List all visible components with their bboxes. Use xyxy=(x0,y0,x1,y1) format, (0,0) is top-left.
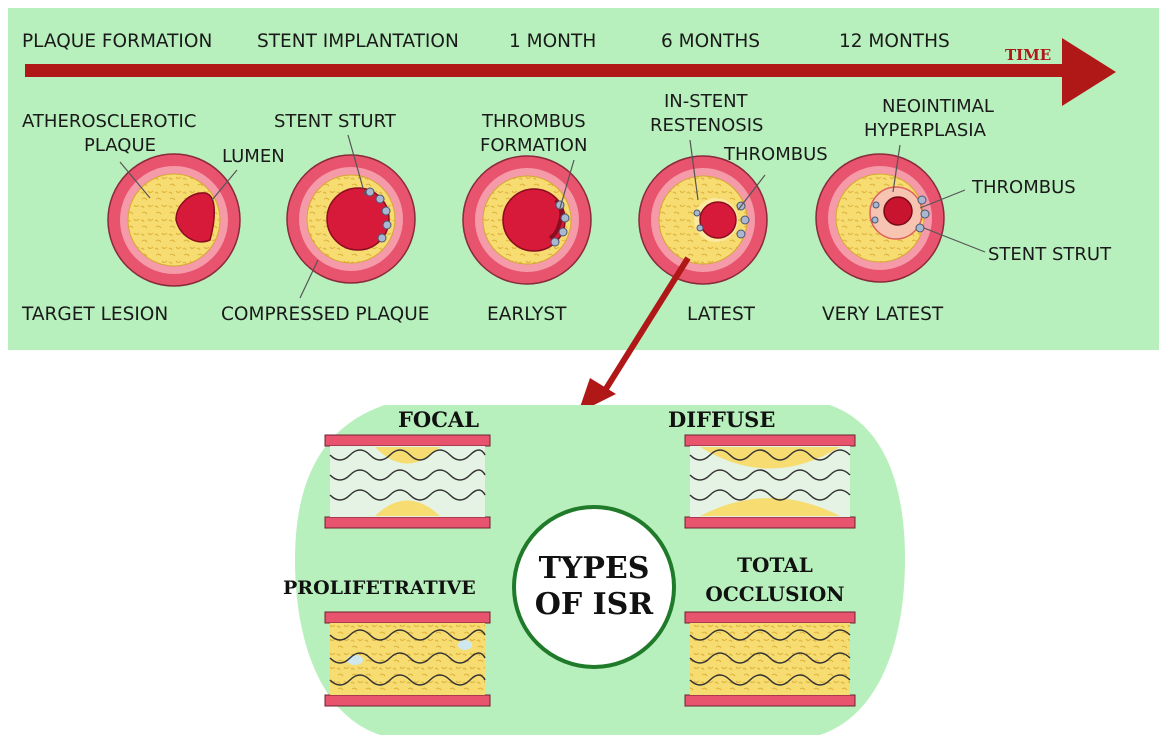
stent-total-occlusion xyxy=(685,612,855,706)
vessel-1-month xyxy=(463,156,591,284)
label-in-stent: IN-STENT xyxy=(664,91,749,112)
time-label: TIME xyxy=(1005,46,1051,64)
stage-outcomes: TARGET LESION COMPRESSED PLAQUE EARLYST … xyxy=(21,304,944,325)
pointer-arrow xyxy=(578,258,688,413)
label-proliferative: PROLIFETRATIVE xyxy=(283,577,476,599)
stent-diffuse xyxy=(685,435,855,528)
label-stent-strut: STENT STRUT xyxy=(988,244,1112,265)
label-plaque: PLAQUE xyxy=(84,135,156,156)
label-occlusion: OCCLUSION xyxy=(705,582,844,606)
outcome-label: COMPRESSED PLAQUE xyxy=(221,304,429,325)
stent-proliferative xyxy=(325,612,490,706)
label-stent-sturt: STENT STURT xyxy=(274,111,397,132)
label-thrombus-6m: THROMBUS xyxy=(723,144,828,165)
vessel-6-months xyxy=(639,156,767,284)
vessel-12-months xyxy=(816,154,944,282)
label-total: TOTAL xyxy=(737,553,813,577)
stage-label: STENT IMPLANTATION xyxy=(257,31,459,52)
label-formation: FORMATION xyxy=(480,135,587,156)
isr-title-line2: OF ISR xyxy=(535,587,655,622)
stage-label: 12 MONTHS xyxy=(839,31,950,52)
stage-label: 1 MONTH xyxy=(509,31,596,52)
outcome-label: EARLYST xyxy=(487,304,567,325)
label-lumen: LUMEN xyxy=(222,146,285,167)
vessel-target-lesion xyxy=(108,154,240,286)
label-focal: FOCAL xyxy=(398,407,479,432)
label-atherosclerotic: ATHEROSCLEROTIC xyxy=(22,111,196,132)
outcome-label: TARGET LESION xyxy=(21,304,168,325)
label-restenosis: RESTENOSIS xyxy=(650,115,763,136)
outcome-label: LATEST xyxy=(687,304,756,325)
isr-title-line1: TYPES xyxy=(539,551,650,586)
vessel-compressed-plaque xyxy=(287,155,415,283)
label-hyperplasia: HYPERPLASIA xyxy=(864,120,987,141)
timeline-stages: PLAQUE FORMATION STENT IMPLANTATION 1 MO… xyxy=(22,31,950,52)
stage-label: 6 MONTHS xyxy=(661,31,760,52)
outcome-label: VERY LATEST xyxy=(822,304,944,325)
label-neointimal: NEOINTIMAL xyxy=(882,96,994,117)
stage-label: PLAQUE FORMATION xyxy=(22,31,212,52)
label-thrombus-12m: THROMBUS xyxy=(971,177,1076,198)
label-diffuse: DIFFUSE xyxy=(668,407,775,432)
label-thrombus: THROMBUS xyxy=(481,111,586,132)
stent-focal xyxy=(325,435,490,528)
